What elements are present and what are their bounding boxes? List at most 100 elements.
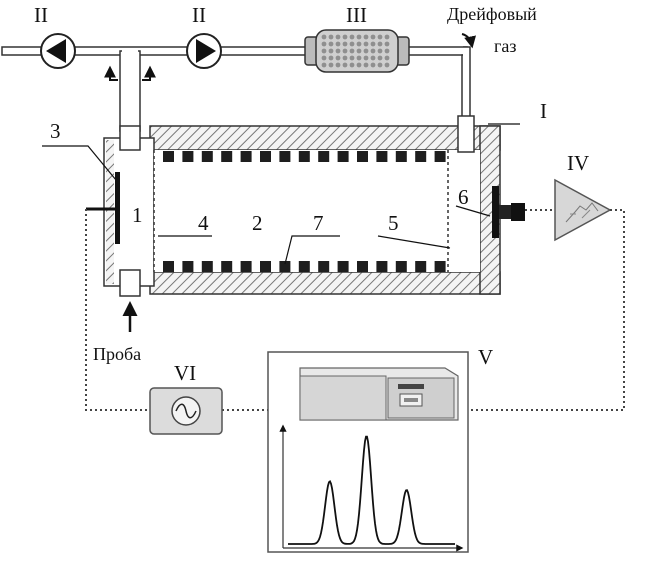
filter-bead: [349, 55, 355, 61]
filter-bead: [363, 48, 369, 54]
collector-electrode: [492, 186, 525, 238]
label-n3: 3: [50, 119, 61, 143]
filter-bead: [363, 62, 369, 68]
label-drift-gas: Дрейфовый: [447, 4, 537, 24]
filter-bead: [377, 55, 383, 61]
ring-electrode: [279, 261, 291, 272]
filter-bead: [342, 34, 348, 40]
ring-electrode: [240, 261, 252, 272]
power-supply: [149, 387, 223, 435]
filter-bead: [356, 41, 362, 47]
drift-chamber: [103, 115, 501, 297]
filter-bead: [384, 34, 390, 40]
amplifier: [554, 178, 612, 242]
filter-bead: [335, 34, 341, 40]
filter-bead: [356, 48, 362, 54]
ring-electrode: [318, 151, 330, 162]
ring-electrode: [337, 261, 349, 272]
filter-bead: [356, 62, 362, 68]
drift-ring-electrodes: [163, 151, 446, 272]
filter-bead: [384, 41, 390, 47]
label-filter: III: [346, 3, 367, 27]
ring-electrode: [395, 261, 407, 272]
filter-bead: [321, 41, 327, 47]
filter-bead: [328, 34, 334, 40]
ring-electrode: [201, 261, 213, 272]
label-n2: 2: [252, 211, 263, 235]
filter-bead: [342, 41, 348, 47]
filter-bead: [349, 62, 355, 68]
ionization-source: [115, 172, 120, 244]
filter-bead: [370, 62, 376, 68]
filter-bead: [377, 41, 383, 47]
label-chamber: I: [540, 99, 547, 123]
filter-bead: [335, 55, 341, 61]
ring-electrode: [415, 261, 427, 272]
label-power-supply: VI: [174, 361, 196, 385]
filter-bead: [349, 34, 355, 40]
ring-electrode: [221, 151, 233, 162]
filter-bead: [356, 55, 362, 61]
label-sample: Проба: [93, 344, 141, 364]
label-n4: 4: [198, 211, 209, 235]
filter-bead: [321, 48, 327, 54]
filter-bead: [370, 48, 376, 54]
filter-bead: [377, 48, 383, 54]
ring-electrode: [279, 151, 291, 162]
ring-electrode: [434, 151, 446, 162]
filter-bead: [377, 34, 383, 40]
filter-bead: [335, 62, 341, 68]
ring-electrode: [434, 261, 446, 272]
ring-electrode: [298, 261, 310, 272]
filter-bead: [328, 55, 334, 61]
drift-gas-arrow: [461, 33, 476, 49]
filter-bead: [328, 62, 334, 68]
filter-bead: [370, 55, 376, 61]
ring-electrode: [240, 151, 252, 162]
label-pump-right: II: [192, 3, 206, 27]
ring-electrode: [318, 261, 330, 272]
ring-electrode: [201, 151, 213, 162]
ring-electrode: [260, 261, 271, 272]
filter-bead: [363, 34, 369, 40]
filter-bead: [384, 55, 390, 61]
recorder-panel: [267, 351, 469, 553]
pump-right: [186, 33, 222, 69]
ring-electrode: [395, 151, 407, 162]
label-n7: 7: [313, 211, 324, 235]
filter-bead: [384, 48, 390, 54]
ring-electrode: [337, 151, 349, 162]
filter-bead: [370, 41, 376, 47]
ring-electrode: [357, 151, 368, 162]
ring-electrode: [182, 151, 194, 162]
filter-bead: [342, 55, 348, 61]
filter-bead: [377, 62, 383, 68]
split-flow-arrows: [104, 65, 156, 81]
label-amplifier: IV: [567, 151, 589, 175]
filter-bead: [363, 41, 369, 47]
ring-electrode: [376, 151, 388, 162]
ring-electrode: [221, 261, 233, 272]
ring-electrode: [415, 151, 427, 162]
filter-bead: [321, 62, 327, 68]
ring-electrode: [357, 261, 368, 272]
filter-bead: [321, 34, 327, 40]
filter-bead: [370, 34, 376, 40]
filter-cartridge: [304, 29, 410, 73]
filter-bead: [335, 48, 341, 54]
ring-electrode: [182, 261, 194, 272]
label-drift-gas-2: газ: [494, 36, 516, 56]
ring-electrode: [260, 151, 271, 162]
filter-bead: [356, 34, 362, 40]
filter-bead: [328, 41, 334, 47]
filter-bead: [342, 48, 348, 54]
ring-electrode: [163, 261, 174, 272]
pump-left: [40, 33, 76, 69]
filter-bead: [384, 62, 390, 68]
ring-electrode: [163, 151, 174, 162]
label-pump-left: II: [34, 3, 48, 27]
filter-bead: [363, 55, 369, 61]
filter-bead: [349, 48, 355, 54]
